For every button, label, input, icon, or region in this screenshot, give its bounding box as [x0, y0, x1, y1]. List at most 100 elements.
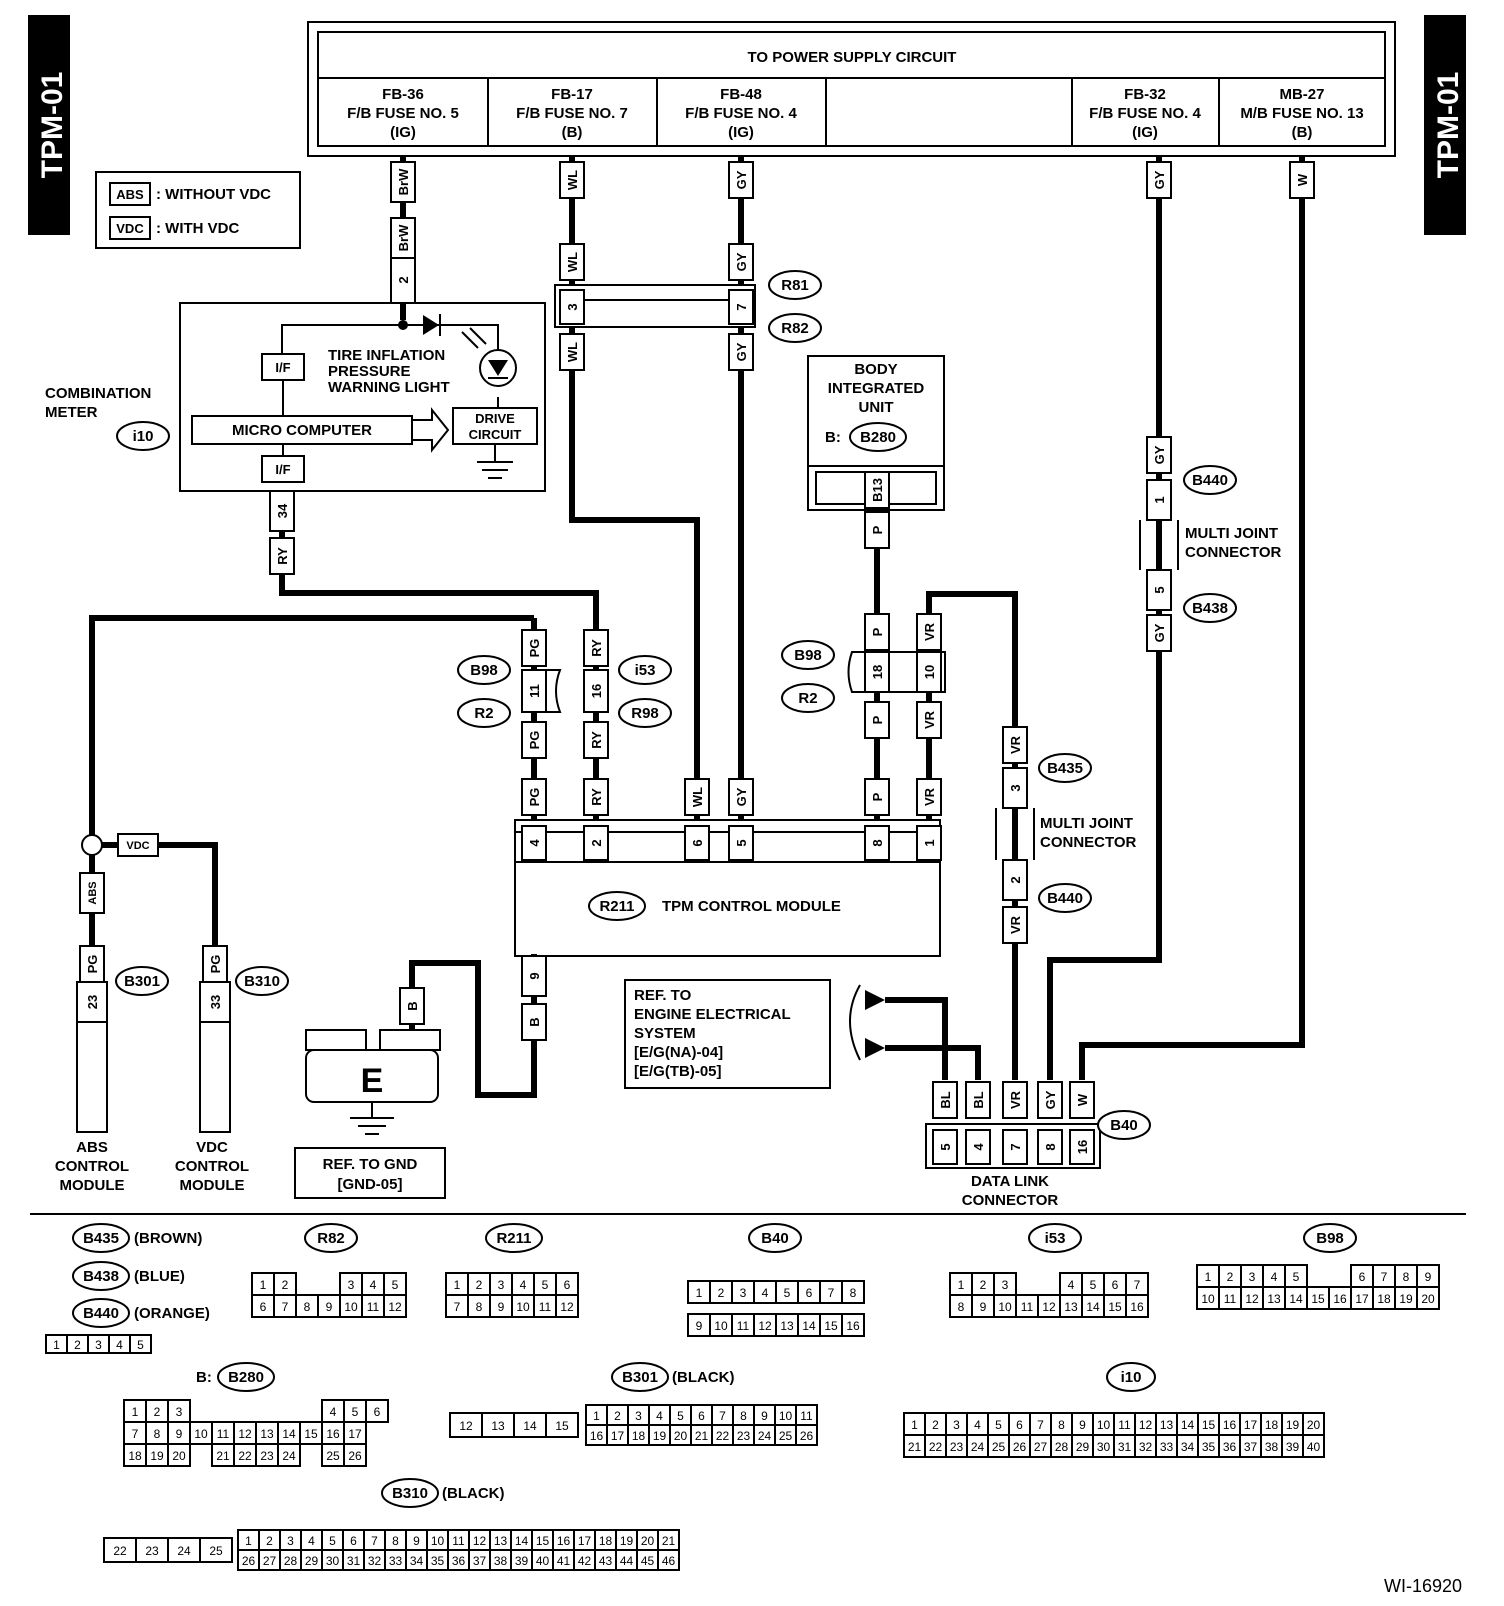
connector-labels-bottom: R82 R211 B40 i53 B98 B: B280 B301 (BLACK… — [196, 1223, 1357, 1508]
pinout-cell-label: 17 — [1244, 1418, 1258, 1432]
svg-text:BODY: BODY — [854, 361, 897, 378]
svg-text:R98: R98 — [631, 705, 659, 722]
pinout-cell-label: 1 — [53, 1338, 60, 1352]
pinout-cell-label: 4 — [116, 1338, 123, 1352]
pinout-cell-label: 10 — [714, 1319, 728, 1333]
engine-ref-box: REF. TO ENGINE ELECTRICAL SYSTEM [E/G(NA… — [624, 979, 831, 1089]
svg-text:B440: B440 — [1047, 890, 1083, 907]
pinout-cell-label: 9 — [176, 1427, 183, 1441]
svg-text:M/B FUSE NO. 13: M/B FUSE NO. 13 — [1240, 105, 1363, 122]
pinout-cell-label: 11 — [800, 1409, 813, 1423]
pinout-cell-label: 23 — [145, 1544, 159, 1558]
pinout-cell — [657, 1549, 680, 1571]
pinout-cell-label: 4 — [520, 1278, 527, 1292]
pinout-cell-label: 3 — [635, 1409, 642, 1423]
pinout-cell-label: 13 — [1064, 1300, 1078, 1314]
pinout-cell-label: 24 — [177, 1544, 191, 1558]
svg-text:CONNECTOR: CONNECTOR — [1185, 544, 1282, 561]
pinout-cell-label: 13 — [1160, 1418, 1174, 1432]
pinout-cell-label: 14 — [282, 1427, 296, 1441]
pinout-cell-label: 13 — [1267, 1292, 1281, 1306]
svg-text:i53: i53 — [635, 662, 656, 679]
pinout-cell-label: 29 — [1076, 1440, 1090, 1454]
svg-text:I/F: I/F — [275, 462, 290, 477]
abs-control-module: 23 B301 ABS CONTROL MODULE — [55, 966, 169, 1194]
pinout-cell-label: 5 — [352, 1405, 359, 1419]
pinout-cell-label: 36 — [452, 1554, 466, 1568]
pinout-cell-label: 31 — [1118, 1440, 1132, 1454]
pinout-cell-label: 28 — [1055, 1440, 1069, 1454]
pinout-cell-label: 20 — [1421, 1292, 1435, 1306]
pinout-cell-label: 29 — [305, 1554, 319, 1568]
pinout-cell-label: 13 — [491, 1419, 505, 1433]
svg-text:R2: R2 — [798, 690, 817, 707]
svg-text:: WITH VDC: : WITH VDC — [156, 220, 239, 237]
svg-text:VR: VR — [1008, 1090, 1023, 1109]
pinout-cell-label: 15 — [1108, 1300, 1122, 1314]
svg-text:P: P — [870, 525, 885, 534]
pinout-cell — [1125, 1294, 1149, 1318]
pinout-cell-label: 12 — [758, 1319, 772, 1333]
pinout-cell-label: 34 — [410, 1554, 424, 1568]
svg-text:R2: R2 — [474, 705, 493, 722]
svg-text:GY: GY — [734, 252, 749, 271]
multi-joint-connector-upper: 1 5 B440 B438 MULTI JOINT CONNECTOR — [1139, 465, 1282, 623]
svg-text:DATA LINK: DATA LINK — [971, 1173, 1049, 1190]
pinout-cell-label: 41 — [557, 1554, 571, 1568]
pinout-cell-label: 11 — [367, 1300, 380, 1314]
svg-text:GY: GY — [734, 342, 749, 361]
svg-text:P: P — [870, 715, 885, 724]
svg-text:2: 2 — [396, 276, 411, 283]
svg-text:B98: B98 — [794, 647, 822, 664]
svg-text:B440: B440 — [1192, 472, 1228, 489]
pinout-cell-label: 11 — [737, 1319, 750, 1333]
pinout-cell-label: 14 — [802, 1319, 816, 1333]
svg-text:CONNECTOR: CONNECTOR — [1040, 834, 1137, 851]
pinout-cell-label: 8 — [392, 1534, 399, 1548]
svg-text:GY: GY — [734, 170, 749, 189]
pinout-cell — [277, 1443, 301, 1467]
pinout-cell-label: 3 — [287, 1534, 294, 1548]
svg-text:W: W — [1075, 1093, 1090, 1106]
pinout-cell — [199, 1537, 233, 1563]
svg-text:GY: GY — [1152, 623, 1167, 642]
svg-text:PG: PG — [527, 731, 542, 750]
svg-text:FB-32: FB-32 — [1124, 86, 1166, 103]
pinout-cell-label: 10 — [779, 1409, 793, 1423]
pinout-cell-label: 26 — [242, 1554, 256, 1568]
pinout-cell-label: 9 — [980, 1300, 987, 1314]
pinout-cell-label: 1 — [696, 1286, 703, 1300]
svg-text:SYSTEM: SYSTEM — [634, 1025, 696, 1042]
pinout-cell-label: 9 — [498, 1300, 505, 1314]
pinout-cell-label: 7 — [454, 1300, 461, 1314]
pinout-cell-label: 10 — [194, 1427, 208, 1441]
pinout-cell-label: 7 — [1037, 1418, 1044, 1432]
pinout-cell-label: 26 — [1013, 1440, 1027, 1454]
pinout-cell-label: 7 — [282, 1300, 289, 1314]
svg-text:7: 7 — [734, 303, 749, 310]
pinout-cell-label: 4 — [1068, 1278, 1075, 1292]
pinout-cell-label: 16 — [557, 1534, 571, 1548]
pinout-cell-label: 19 — [1399, 1292, 1413, 1306]
pinout-cell-label: 2 — [932, 1418, 939, 1432]
pinout-cell-label: 7 — [828, 1286, 835, 1300]
pinout-cell-label: 16 — [846, 1319, 860, 1333]
svg-text:F/B FUSE NO. 4: F/B FUSE NO. 4 — [1089, 105, 1201, 122]
svg-text:GY: GY — [1152, 170, 1167, 189]
pinout-cell-label: 15 — [1202, 1418, 1216, 1432]
svg-text:INTEGRATED: INTEGRATED — [828, 380, 925, 397]
pinout-cell-label: 26 — [800, 1429, 814, 1443]
svg-text:10: 10 — [922, 665, 937, 679]
warning-light-icon — [461, 327, 517, 387]
pinout-cell-label: 16 — [1333, 1292, 1347, 1306]
pinout-cell-label: 12 — [388, 1300, 402, 1314]
pinout-cell-label: 3 — [740, 1286, 747, 1300]
svg-text:VDC: VDC — [126, 840, 149, 852]
pinout-cell-label: 3 — [95, 1338, 102, 1352]
svg-text:16: 16 — [589, 684, 604, 698]
pinout-cell-label: 12 — [560, 1300, 574, 1314]
pinout-cell — [841, 1313, 865, 1337]
pinout-cell-label: 11 — [1118, 1418, 1131, 1432]
tpm-pin-5: 5 — [728, 825, 754, 861]
